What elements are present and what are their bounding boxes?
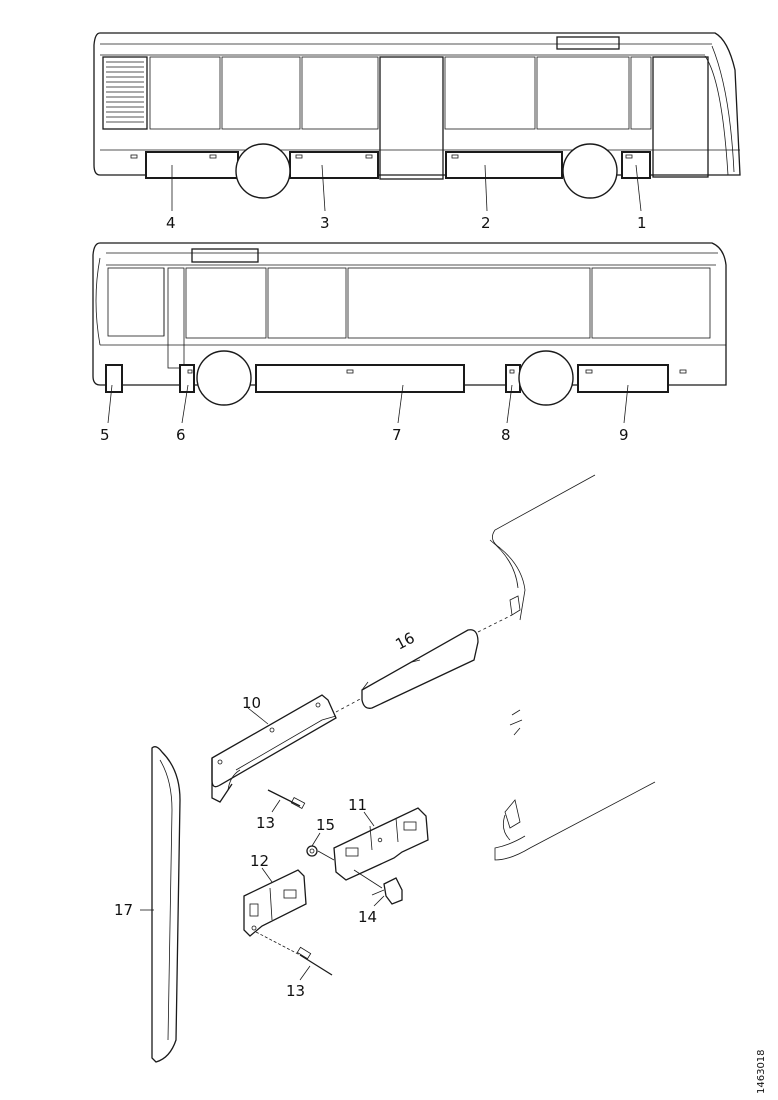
callout-5: 5 <box>100 426 110 444</box>
bus-side-view-top <box>93 32 741 212</box>
callout-9: 9 <box>619 426 629 444</box>
callout-10: 10 <box>242 694 261 712</box>
exploded-leaders <box>140 659 421 981</box>
callout-15: 15 <box>316 816 335 834</box>
callout-16: 16 <box>392 629 417 654</box>
bus-side-view-bottom <box>92 242 727 424</box>
callout-4: 4 <box>166 214 176 232</box>
callout-2: 2 <box>481 214 491 232</box>
exploded-detail <box>151 474 656 1063</box>
callout-6: 6 <box>176 426 186 444</box>
callout-11: 11 <box>348 796 367 814</box>
callout-13-lower: 13 <box>286 982 305 1000</box>
callout-1: 1 <box>637 214 647 232</box>
callout-17: 17 <box>114 901 133 919</box>
callout-13-upper: 13 <box>256 814 275 832</box>
callout-8: 8 <box>501 426 511 444</box>
callout-3: 3 <box>320 214 330 232</box>
callout-7: 7 <box>392 426 402 444</box>
callout-14: 14 <box>358 908 377 926</box>
reference-code: 1463018 <box>756 1049 767 1094</box>
callout-12: 12 <box>250 852 269 870</box>
